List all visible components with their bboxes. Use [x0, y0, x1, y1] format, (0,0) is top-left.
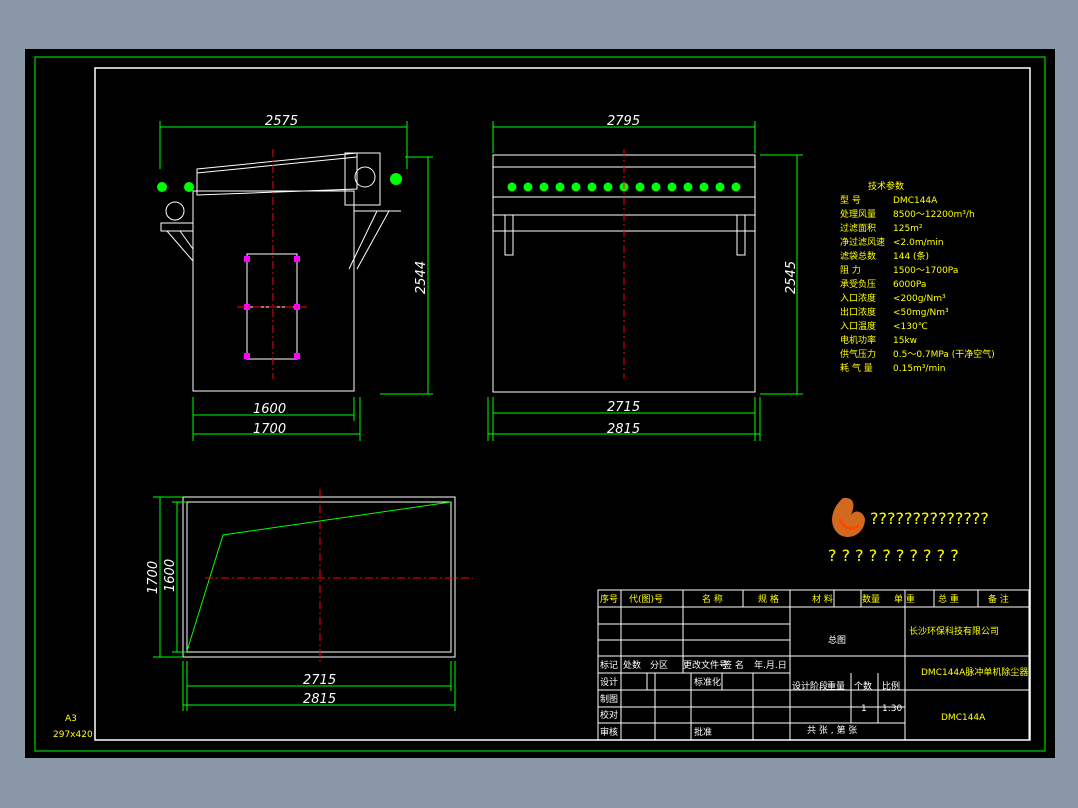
- tb-role-2: 校对: [600, 709, 618, 721]
- spec-value-10: 15kw: [893, 336, 917, 346]
- tb-header-5: 数量: [862, 593, 880, 605]
- drawing-sheet: 2575 2544 1600 1700: [25, 49, 1055, 758]
- tb-header-1: 代(图)号: [629, 594, 663, 605]
- spec-label-7: 入口浓度: [840, 292, 876, 304]
- tb-code: DMC144A: [941, 713, 986, 723]
- dim-plan-left-outer: 1700: [146, 561, 161, 594]
- spec-value-5: 1500～1700Pa: [893, 266, 958, 276]
- spec-title: 技术参数: [868, 180, 904, 192]
- sheet-format: 297x420: [53, 730, 93, 740]
- dim-side-top: 2575: [265, 114, 298, 129]
- tb-rev-4: 签 名: [723, 659, 744, 671]
- plan-view: [182, 496, 456, 658]
- logo-line2: ? ? ? ? ? ? ? ? ? ?: [828, 546, 959, 565]
- dim-front-bottom-inner: 2715: [607, 400, 640, 415]
- dim-side-height: 2544: [414, 261, 429, 294]
- dim-plan-bottom-inner: 2715: [303, 673, 336, 688]
- side-centerlines: [237, 149, 307, 379]
- tb-role-3: 审核: [600, 726, 618, 738]
- spec-label-1: 处理风量: [840, 208, 876, 220]
- dim-side-bottom-inner: 1600: [253, 402, 286, 417]
- spec-value-9: <130℃: [893, 322, 928, 332]
- spec-value-6: 6000Pa: [893, 280, 926, 290]
- plan-centerlines: [205, 489, 473, 665]
- side-dimensions: [159, 121, 433, 441]
- tb-product: DMC144A脉冲单机除尘器: [921, 666, 1028, 678]
- spec-label-0: 型 号: [840, 195, 861, 206]
- spec-label-2: 过滤面积: [840, 222, 876, 234]
- spec-label-5: 阻 力: [840, 264, 861, 276]
- spec-value-3: <2.0m/min: [893, 238, 944, 248]
- tb-count: 个数: [854, 680, 872, 692]
- plan-dimensions: [153, 496, 456, 711]
- spec-value-8: <50mg/Nm³: [893, 308, 949, 318]
- spec-value-2: 125m²: [893, 224, 923, 234]
- spec-value-4: 144 (条): [893, 250, 929, 262]
- tb-role-0: 设计: [600, 676, 618, 688]
- tb-stage: 设计阶段: [792, 680, 828, 692]
- spec-label-4: 滤袋总数: [840, 250, 876, 262]
- tb-drawing-name: 总图: [828, 634, 846, 646]
- spec-label-9: 入口温度: [840, 320, 876, 332]
- spec-table: 技术参数 型 号 DMC144A 处理风量 8500～12200m³/h 过滤面…: [840, 180, 995, 374]
- logo-line1: ??????????????: [870, 509, 989, 528]
- tb-header-2: 名 称: [702, 593, 723, 605]
- tb-header-6: 单 重: [894, 593, 915, 605]
- side-motor-icons: [157, 173, 402, 192]
- dim-front-bottom-outer: 2815: [607, 422, 640, 437]
- outer-frame: [34, 56, 1046, 752]
- tb-rev-3: 更改文件号: [683, 659, 728, 671]
- front-dimensions: [487, 121, 803, 441]
- dim-plan-bottom-outer: 2815: [303, 692, 336, 707]
- spec-label-3: 净过滤风速: [840, 236, 885, 248]
- spec-label-6: 承受负压: [840, 278, 876, 290]
- tb-count-value: 1: [861, 704, 867, 714]
- tb-rev-0: 标记: [600, 659, 618, 671]
- dim-side-bottom-outer: 1700: [253, 422, 286, 437]
- tb-role-1: 制图: [600, 693, 618, 705]
- tb-rev-2: 分区: [650, 660, 668, 671]
- tb-scale-value: 1:30: [882, 704, 902, 714]
- spec-label-12: 耗 气 量: [840, 362, 873, 374]
- tb-company: 长沙环保科技有限公司: [909, 625, 999, 637]
- company-logo: ?????????????? ? ? ? ? ? ? ? ? ? ?: [828, 497, 989, 565]
- tb-header-3: 规 格: [758, 593, 779, 605]
- tb-standardize: 标准化: [694, 676, 721, 688]
- tb-weight: 重量: [827, 680, 845, 692]
- spec-value-11: 0.5～0.7MPa (干净空气): [893, 348, 995, 360]
- tb-header-8: 备 注: [988, 593, 1009, 605]
- tb-scale: 比例: [882, 680, 900, 692]
- tb-header-7: 总 重: [938, 593, 959, 605]
- dim-front-top: 2795: [607, 114, 640, 129]
- tb-approve: 批准: [694, 726, 712, 738]
- sheet-size: A3: [65, 714, 77, 724]
- tb-rev-5: 年.月.日: [754, 659, 787, 671]
- side-view: [160, 152, 401, 392]
- tb-header-0: 序号: [600, 593, 618, 605]
- front-pulse-valves: [507, 182, 741, 192]
- tb-rev-1: 处数: [623, 659, 641, 671]
- spec-value-12: 0.15m³/min: [893, 364, 945, 374]
- spec-value-7: <200g/Nm³: [893, 294, 946, 304]
- cad-drawing: 2575 2544 1600 1700: [34, 56, 1046, 752]
- spec-value-1: 8500～12200m³/h: [893, 210, 975, 220]
- spec-value-0: DMC144A: [893, 196, 938, 206]
- plan-inlet-line: [186, 501, 452, 652]
- tb-sheets: 共 张 , 第 张: [807, 724, 857, 736]
- dim-front-height: 2545: [784, 261, 799, 294]
- spec-label-10: 电机功率: [840, 334, 876, 346]
- title-block-grid: [597, 589, 1030, 741]
- spec-label-11: 供气压力: [840, 348, 876, 360]
- tb-header-4: 材 料: [812, 593, 833, 605]
- spec-label-8: 出口浓度: [840, 306, 876, 318]
- inner-frame: [94, 67, 1031, 741]
- flame-icon: [832, 497, 865, 538]
- dim-plan-left-inner: 1600: [163, 559, 178, 592]
